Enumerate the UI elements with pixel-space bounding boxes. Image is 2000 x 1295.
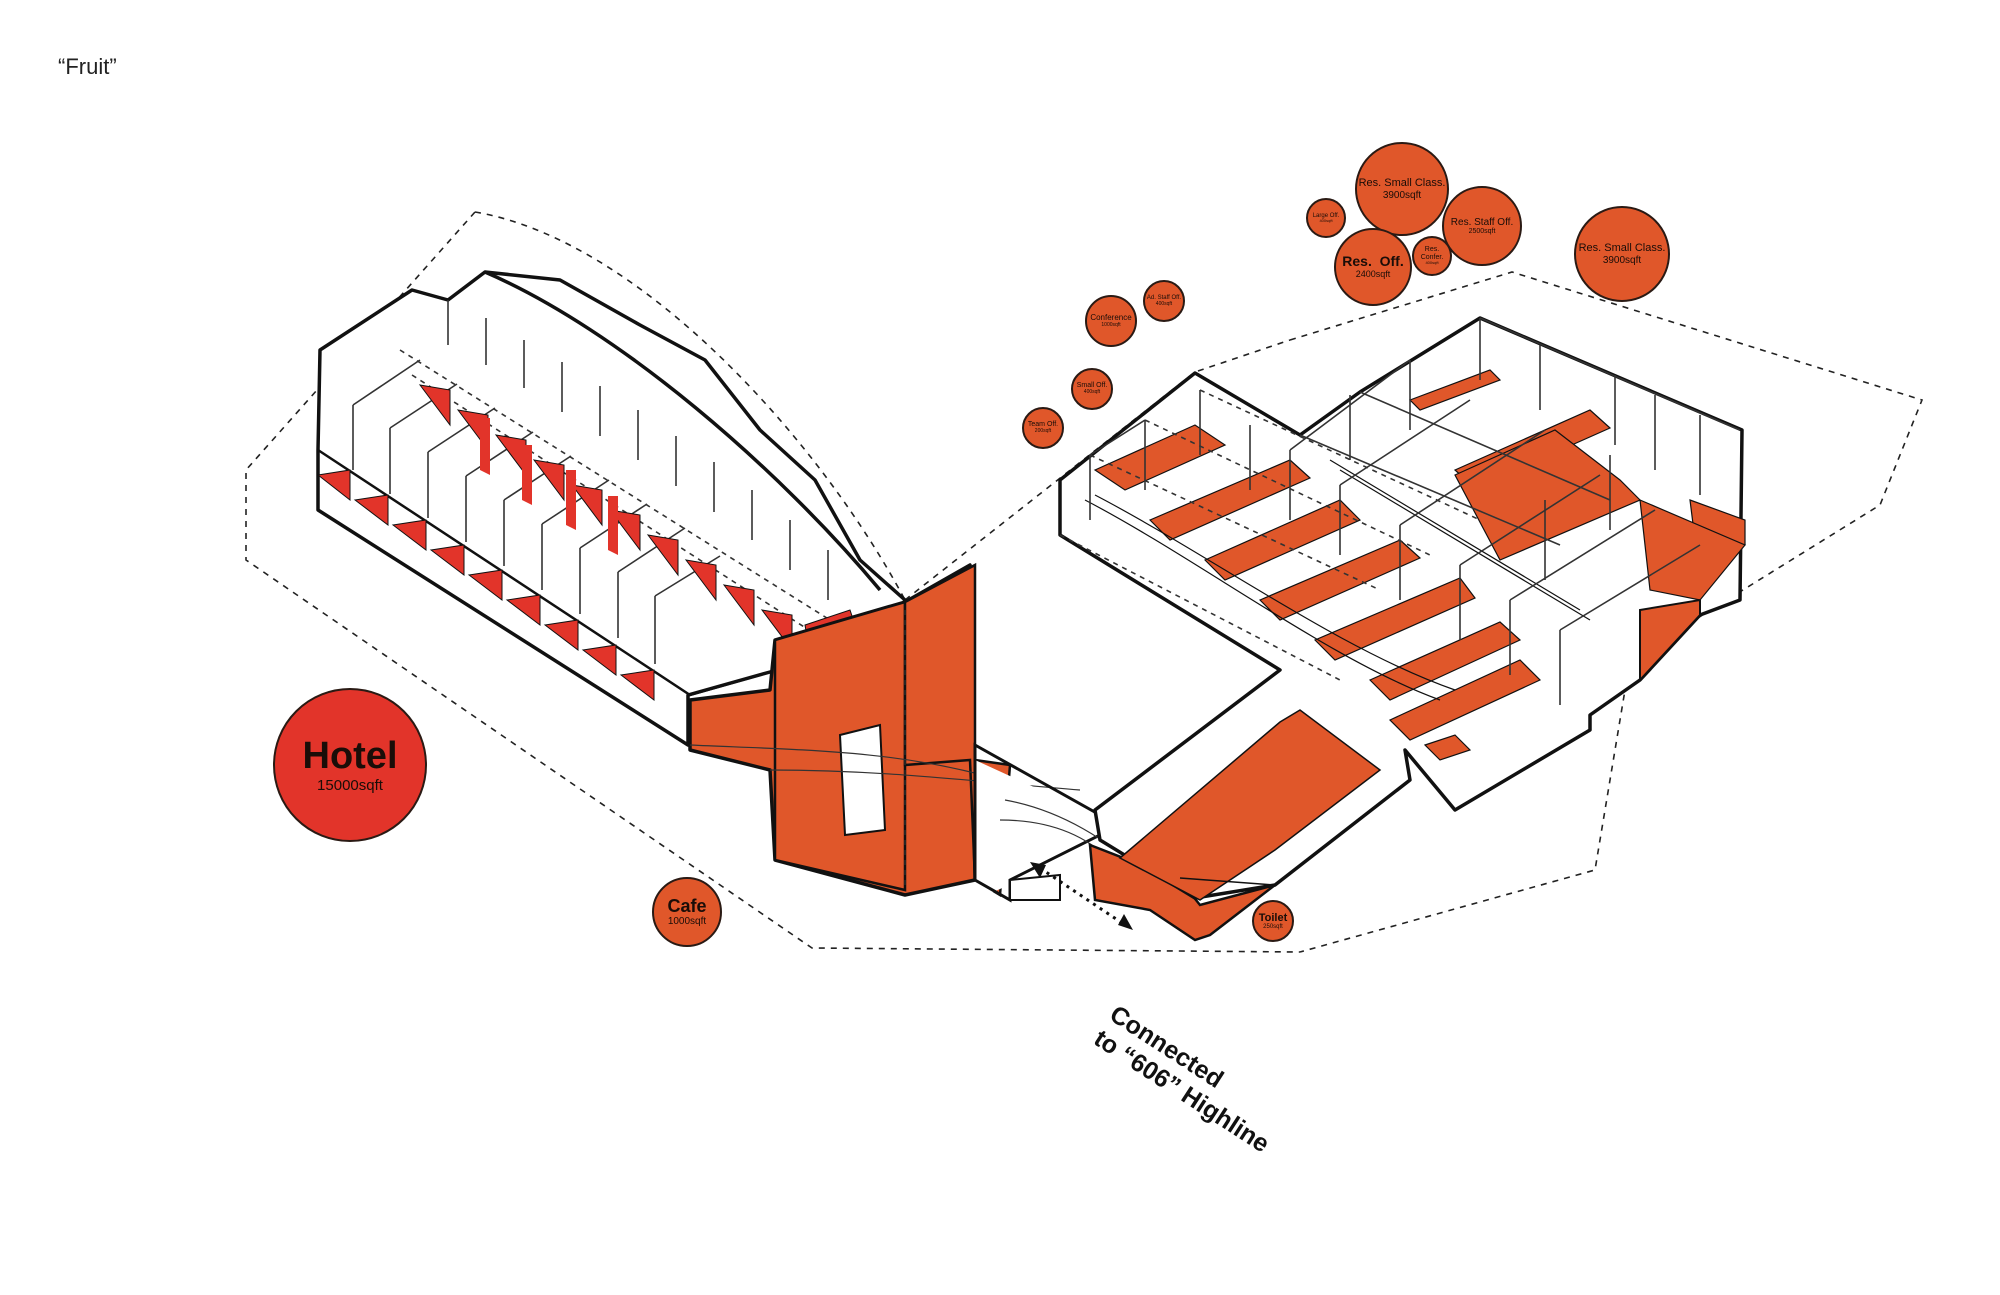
- east-wing-floor-main: [1118, 709, 1382, 901]
- res-staff-off-label: Res. Staff Off.: [1450, 216, 1514, 228]
- large-off-label: Large Off.: [1312, 212, 1340, 219]
- hotel-corridor-strips: [480, 418, 618, 555]
- highline-connection-arrow: [1039, 866, 1126, 927]
- site-boundary-mid: [904, 339, 1291, 601]
- hotel-bubble: Hotel 15000sqft: [273, 688, 427, 842]
- cafe-area: 1000sqft: [667, 916, 707, 928]
- east-wing-partitions: [1059, 317, 1741, 705]
- hotel-label: Hotel: [302, 734, 398, 777]
- res-confer-label: Res. Confer.: [1420, 246, 1444, 261]
- res-small-class-1-area: 3900sqft: [1382, 189, 1422, 201]
- cafe-bubble: Cafe 1000sqft: [652, 877, 722, 947]
- large-off-bubble: Large Off. 400sqft: [1306, 198, 1346, 238]
- site-boundary-east: [1289, 271, 1924, 953]
- team-off-area: 200sqft: [1034, 428, 1052, 435]
- res-small-class-1-label: Res. Small Class.: [1358, 177, 1446, 190]
- res-small-class-1-bubble: Res. Small Class. 3900sqft: [1355, 142, 1449, 236]
- res-off-area: 2400sqft: [1355, 268, 1391, 279]
- res-off-bubble: Res. Off. 2400sqft: [1334, 228, 1412, 306]
- arrow-head-south: [1118, 914, 1133, 930]
- conference-bubble: Conference 1000sqft: [1085, 295, 1137, 347]
- res-staff-off-area: 2500sqft: [1468, 227, 1496, 235]
- toilet-area: 250sqft: [1263, 923, 1283, 930]
- hotel-area: 15000sqft: [317, 776, 383, 794]
- diagram-title: “Fruit”: [58, 54, 117, 79]
- toilet-label: Toilet: [1258, 911, 1288, 924]
- ad-staff-off-label: Ad. Staff Off.: [1146, 294, 1182, 301]
- west-wing-roof: [484, 270, 882, 592]
- site-boundary-north: [474, 211, 906, 601]
- hotel-room-floors-outer: [316, 469, 655, 702]
- team-off-label: Team Off.: [1027, 421, 1059, 429]
- res-confer-area: 400sqft: [1425, 260, 1439, 266]
- ad-staff-off-bubble: Ad. Staff Off. 400sqft: [1143, 280, 1185, 322]
- team-off-bubble: Team Off. 200sqft: [1022, 407, 1064, 449]
- res-staff-off-bubble: Res. Staff Off. 2500sqft: [1442, 186, 1522, 266]
- conference-area: 1000sqft: [1101, 321, 1121, 328]
- res-small-class-2-bubble: Res. Small Class. 3900sqft: [1574, 206, 1670, 302]
- arrow-head-north: [1030, 862, 1046, 878]
- res-off-label: Res. Off.: [1342, 253, 1404, 270]
- ad-staff-off-area: 400sqft: [1155, 300, 1173, 307]
- large-off-area: 400sqft: [1319, 218, 1333, 224]
- west-wing-lower-edge: [317, 448, 771, 697]
- small-off-bubble: Small Off. 400sqft: [1071, 368, 1113, 410]
- res-small-class-2-area: 3900sqft: [1602, 254, 1642, 266]
- conference-label: Conference: [1090, 312, 1132, 322]
- central-hall-void: [838, 723, 887, 837]
- east-wing: [1058, 316, 1746, 901]
- cafe-label: Cafe: [667, 895, 707, 916]
- connector-bridge: [973, 742, 1276, 942]
- small-off-area: 400sqft: [1083, 389, 1101, 396]
- res-small-class-2-label: Res. Small Class.: [1578, 242, 1666, 255]
- room-partitions-outer: [352, 359, 721, 664]
- small-off-label: Small Off.: [1076, 382, 1108, 390]
- east-wing-room-floors: [1093, 369, 1746, 761]
- toilet-bubble: Toilet 250sqft: [1252, 900, 1294, 942]
